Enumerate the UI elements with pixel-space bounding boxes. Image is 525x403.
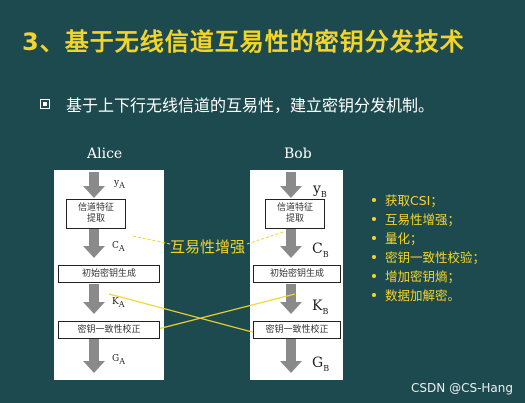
enhancement-link-left	[132, 235, 171, 245]
alice-correction-box: 密钥一致性校正	[58, 321, 160, 339]
steps-list: 获取CSI； 互易性增强； 量化； 密钥一致性校验； 增加密钥熵； 数据加解密。	[372, 190, 485, 304]
alice-k-label: KA	[112, 297, 125, 309]
bullet-dot-icon	[372, 216, 376, 221]
bob-y-label: yB	[313, 181, 327, 199]
alice-arrow-2-icon	[83, 228, 105, 258]
alice-feature-extract-box: 信道特征 提取	[66, 199, 126, 229]
bob-feature-extract-box: 信道特征 提取	[265, 199, 325, 229]
bob-c-label: CB	[312, 241, 329, 259]
bob-label: Bob	[284, 146, 312, 162]
step-item: 量化；	[372, 228, 485, 247]
cross-line-bob-to-alice	[153, 293, 296, 331]
bullet-text: 基于上下行无线信道的互易性，建立密钥分发机制。	[66, 96, 435, 115]
bob-arrow-4-icon	[280, 339, 302, 373]
step-item: 密钥一致性校验；	[372, 247, 485, 266]
alice-y-label: yA	[114, 178, 125, 190]
bullet-dot-icon	[372, 292, 376, 297]
step-item: 增加密钥熵；	[372, 266, 485, 285]
alice-g-label: GA	[112, 354, 125, 366]
reciprocity-enhancement-label: 互易性增强	[170, 238, 246, 256]
alice-c-label: CA	[112, 241, 125, 253]
alice-arrow-1-icon	[83, 172, 105, 198]
step-item: 获取CSI；	[372, 190, 485, 209]
alice-arrow-4-icon	[83, 339, 105, 373]
slide-title: 3、基于无线信道互易性的密钥分发技术	[22, 28, 465, 56]
bob-correction-box: 密钥一致性校正	[253, 321, 341, 339]
enhancement-link-right	[246, 231, 284, 245]
bob-arrow-1-icon	[280, 172, 302, 198]
bullet-dot-icon	[372, 197, 376, 202]
cross-line-alice-to-bob	[108, 293, 257, 334]
watermark: CSDN @CS-Hang	[411, 381, 513, 395]
bob-g-label: GB	[312, 355, 330, 373]
bob-arrow-3-icon	[280, 284, 302, 314]
bob-k-label: KB	[312, 298, 329, 316]
alice-key-gen-box: 初始密钥生成	[58, 265, 160, 283]
bullet-dot-icon	[372, 235, 376, 240]
bullet-dot-icon	[372, 254, 376, 259]
bob-arrow-2-icon	[280, 228, 302, 258]
step-item: 互易性增强；	[372, 209, 485, 228]
step-item: 数据加解密。	[372, 285, 485, 304]
bob-key-gen-box: 初始密钥生成	[253, 265, 341, 283]
bullet-row: 基于上下行无线信道的互易性，建立密钥分发机制。	[40, 92, 434, 116]
alice-label: Alice	[87, 146, 123, 162]
alice-arrow-3-icon	[83, 284, 105, 314]
bullet-square-icon	[40, 99, 50, 109]
bullet-dot-icon	[372, 273, 376, 278]
